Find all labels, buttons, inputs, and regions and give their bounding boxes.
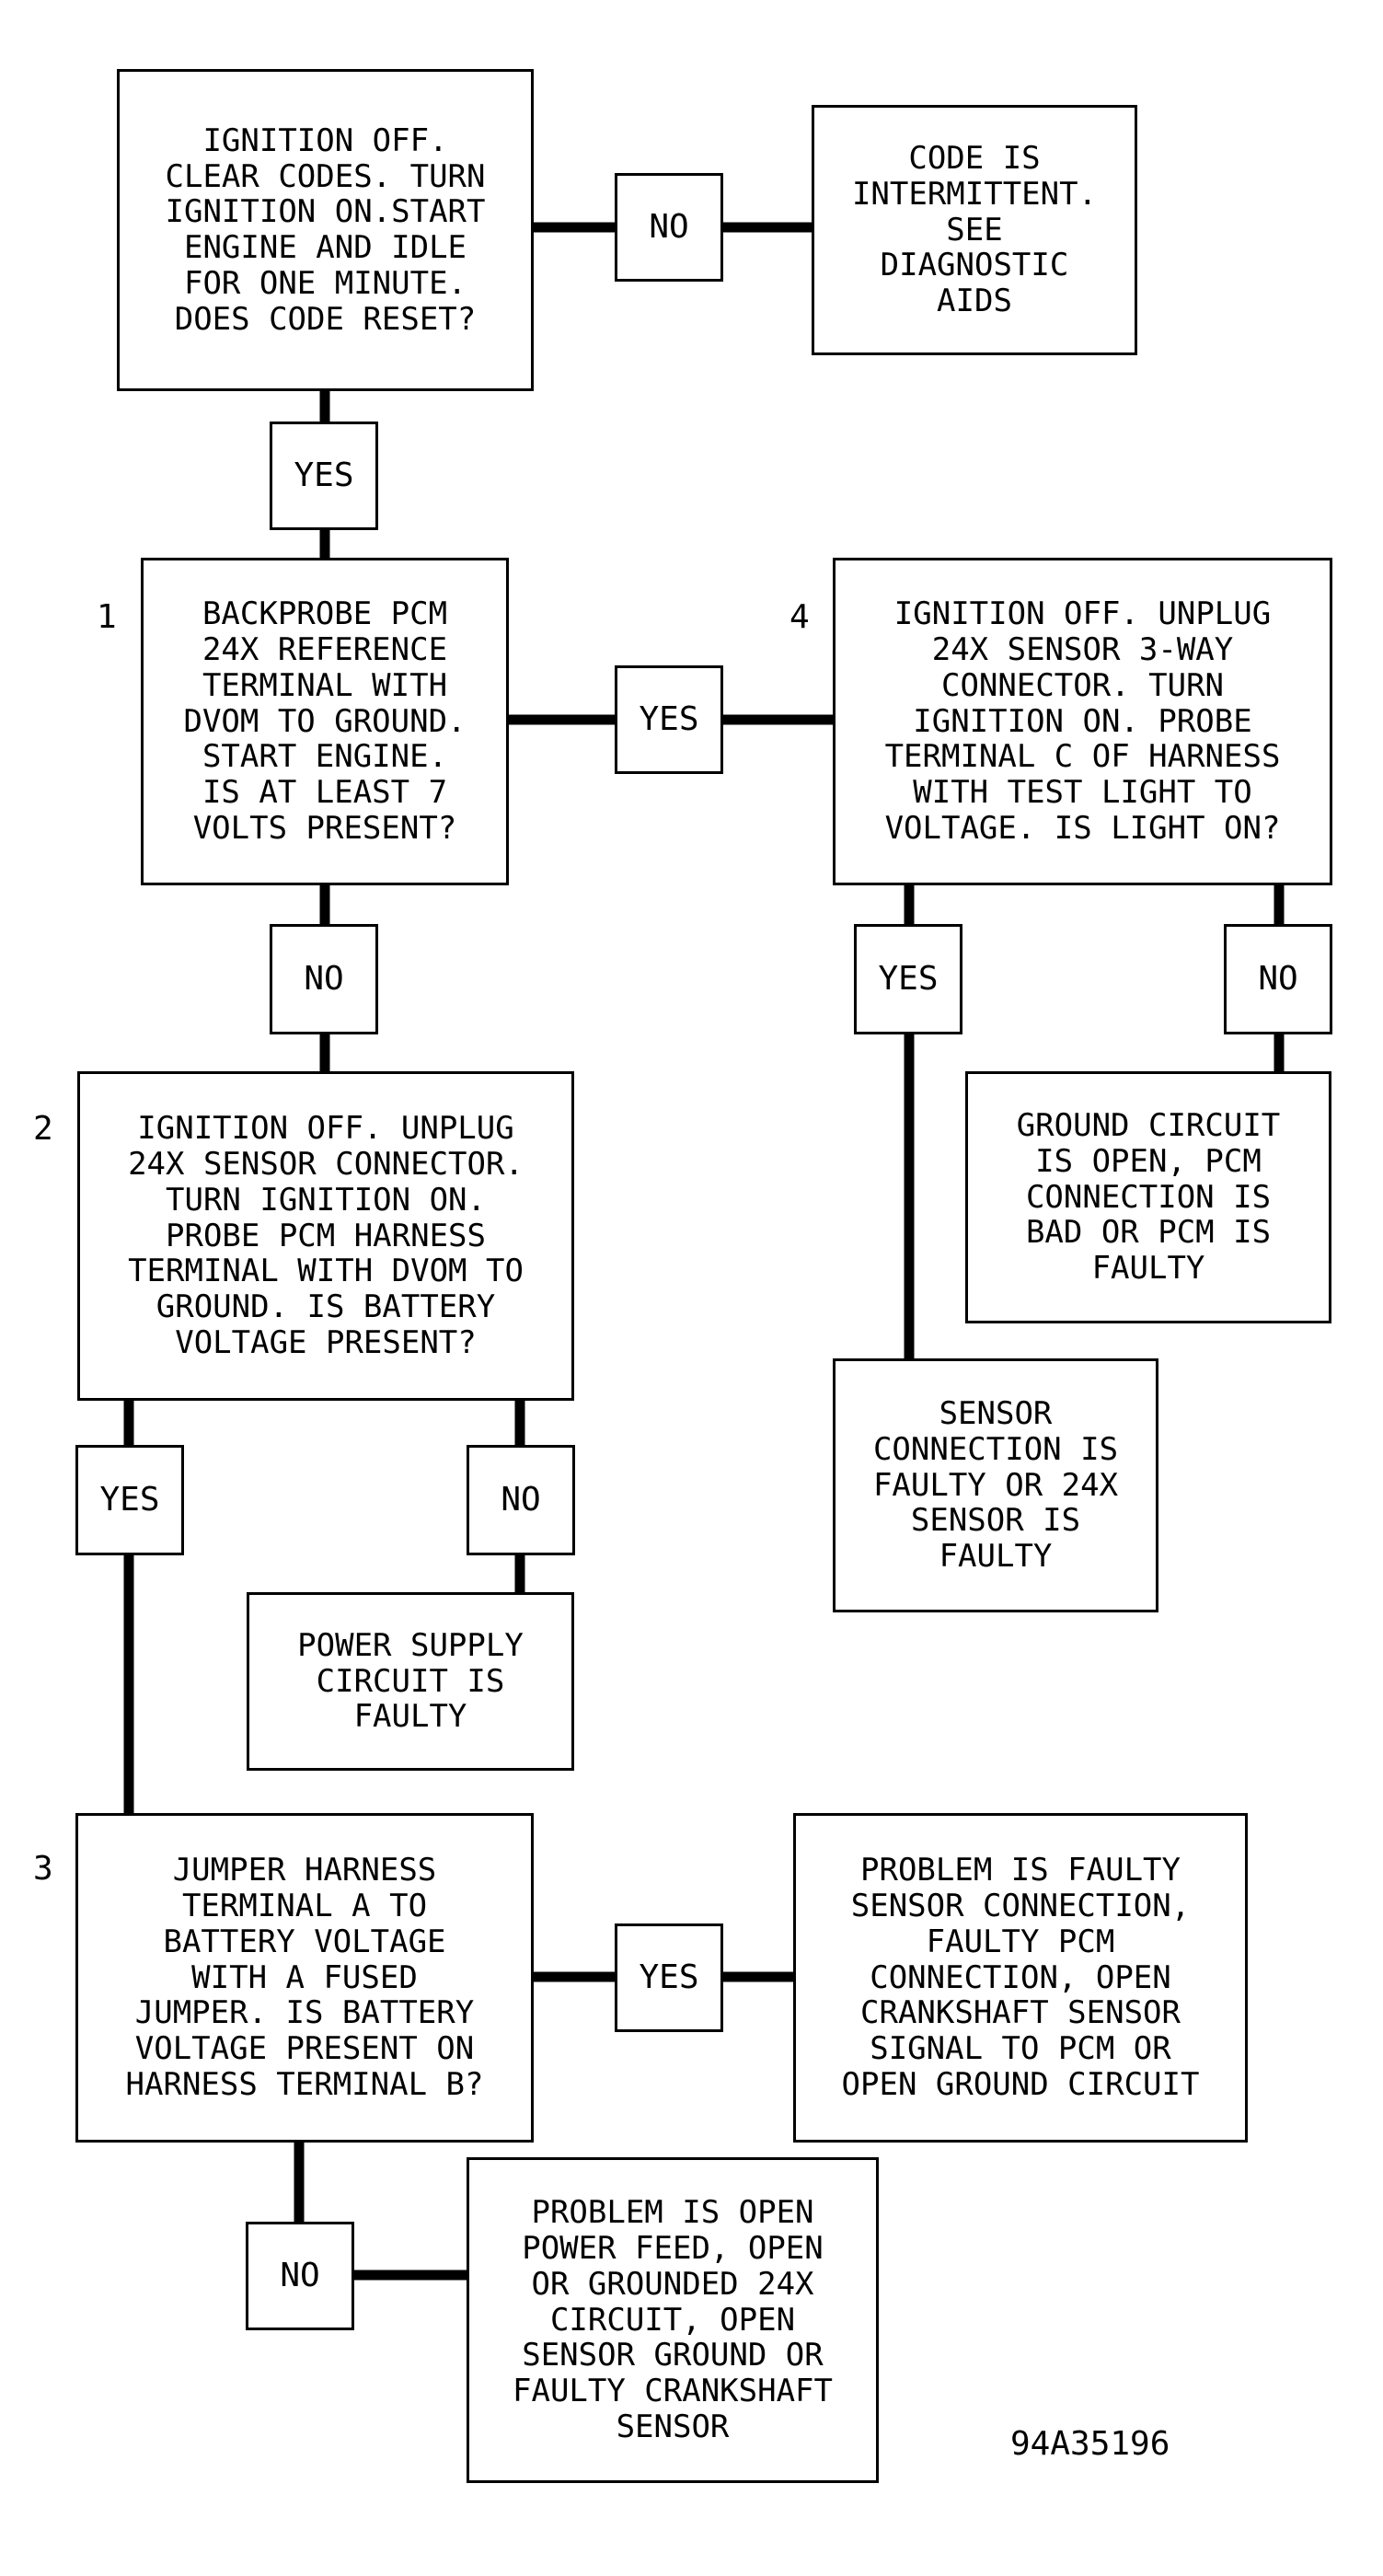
sensor-faulty-box: SENSOR CONNECTION IS FAULTY OR 24X SENSO… bbox=[833, 1358, 1158, 1612]
step1-box: BACKPROBE PCM 24X REFERENCE TERMINAL WIT… bbox=[141, 558, 509, 885]
figure-id: 94A35196 bbox=[1010, 2425, 1170, 2463]
yes-label-step1: YES bbox=[615, 665, 723, 774]
power-supply-box: POWER SUPPLY CIRCUIT IS FAULTY bbox=[247, 1592, 574, 1771]
no-label-step3: NO bbox=[246, 2222, 354, 2330]
yes-label-step2: YES bbox=[75, 1445, 184, 1555]
step-number-1: 1 bbox=[97, 598, 117, 636]
step3-box: JUMPER HARNESS TERMINAL A TO BATTERY VOL… bbox=[75, 1813, 534, 2143]
yes-label-step3: YES bbox=[615, 1923, 723, 2032]
no-label-step1: NO bbox=[270, 924, 378, 1034]
no-label-start: NO bbox=[615, 173, 723, 282]
yes-label-step4: YES bbox=[854, 924, 962, 1034]
start-box: IGNITION OFF. CLEAR CODES. TURN IGNITION… bbox=[117, 69, 534, 391]
step2-box: IGNITION OFF. UNPLUG 24X SENSOR CONNECTO… bbox=[77, 1071, 574, 1401]
yes-label-start: YES bbox=[270, 422, 378, 530]
no-label-step4: NO bbox=[1224, 924, 1332, 1034]
problem-open-box: PROBLEM IS OPEN POWER FEED, OPEN OR GROU… bbox=[467, 2157, 879, 2483]
step4-box: IGNITION OFF. UNPLUG 24X SENSOR 3-WAY CO… bbox=[833, 558, 1332, 885]
no-label-step2: NO bbox=[467, 1445, 575, 1555]
problem-faulty-box: PROBLEM IS FAULTY SENSOR CONNECTION, FAU… bbox=[793, 1813, 1248, 2143]
step-number-4: 4 bbox=[789, 598, 810, 636]
step-number-2: 2 bbox=[33, 1110, 53, 1148]
ground-open-box: GROUND CIRCUIT IS OPEN, PCM CONNECTION I… bbox=[965, 1071, 1331, 1323]
intermittent-box: CODE IS INTERMITTENT. SEE DIAGNOSTIC AID… bbox=[812, 105, 1137, 355]
step-number-3: 3 bbox=[33, 1850, 53, 1888]
